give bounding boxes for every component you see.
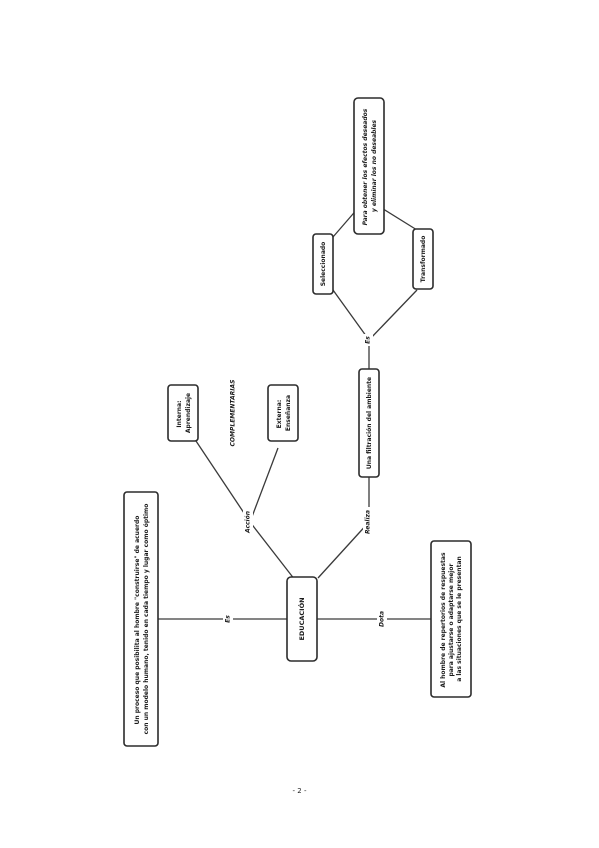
node-dota: Al hombre de repertorios de respuestas p… [430, 540, 472, 698]
edge-labels: Es Acción COMPLEMENTARIAS Realiza Es Dot… [223, 334, 387, 628]
label-dota: Dota [379, 611, 386, 627]
edge-educacion-accion [249, 521, 296, 581]
label-es-right: Es [365, 336, 372, 344]
edge-accion-externa [249, 447, 279, 523]
node-transformado-text: Transformado [420, 236, 427, 283]
edge-transformado-efectos [379, 206, 418, 231]
node-dota-text: Al hombre de repertorios de respuestas p… [440, 550, 463, 687]
node-filtracion: Una filtración del ambiente [358, 368, 380, 478]
node-proceso: Un proceso que posibilita al hombre "con… [123, 491, 159, 747]
label-complementarias: COMPLEMENTARIAS [230, 380, 237, 447]
node-transformado: Transformado [412, 228, 434, 290]
node-educacion: EDUCACIÓN [286, 576, 318, 662]
node-interna: Interna: Aprendizaje [167, 384, 199, 442]
node-efectos-text: Para obtener los efectos deseados y elim… [362, 107, 378, 226]
node-externa-text: Externa: Enseñanza [276, 395, 292, 431]
label-accion: Acción [245, 511, 252, 534]
node-filtracion-text: Una filtración del ambiente [366, 377, 373, 469]
edge-es-seleccionado [332, 289, 370, 341]
node-seleccionado: Seleccionado [312, 233, 334, 295]
node-interna-text: Interna: Aprendizaje [176, 393, 192, 433]
page-number: - 2 - [292, 787, 307, 795]
edge-educacion-realiza [317, 521, 370, 579]
edges [158, 206, 436, 620]
edge-accion-interna [193, 437, 251, 523]
node-seleccionado-text: Seleccionado [320, 242, 327, 287]
label-realiza: Realiza [365, 510, 372, 534]
edge-es-transformado [368, 289, 418, 341]
node-educacion-text: EDUCACIÓN [297, 597, 306, 640]
node-proceso-text: Un proceso que posibilita al hombre "con… [134, 504, 150, 735]
node-efectos: Para obtener los efectos deseados y elim… [353, 97, 385, 235]
node-externa: Externa: Enseñanza [267, 384, 299, 442]
label-es-left: Es [225, 615, 232, 623]
